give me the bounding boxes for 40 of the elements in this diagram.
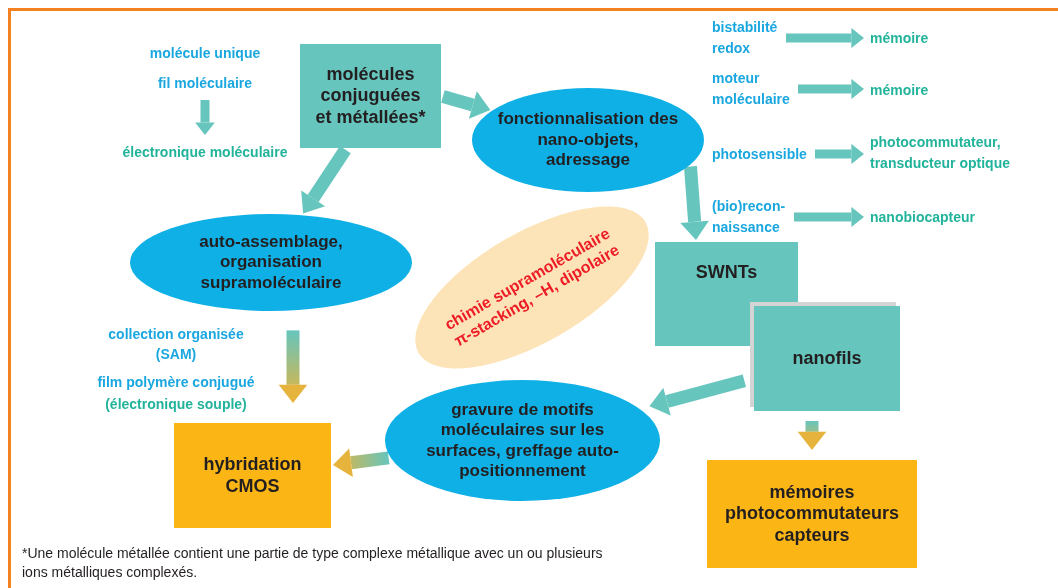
arrow: [798, 79, 864, 99]
node-label: fonctionnalisation des nano-objets, adressage: [496, 109, 680, 171]
application-text: mémoire: [870, 27, 931, 49]
concept-ellipse: [414, 205, 650, 370]
node-label: molécules conjuguées et métallées*: [314, 63, 427, 129]
annotation-text: film polymère conjugué: [96, 374, 256, 390]
node-label: auto-assemblage, organisation supramoléculaire: [198, 231, 344, 294]
annotation-text: collection organisée (SAM): [107, 325, 245, 365]
application-text: photocommutateur, transducteur optique: [870, 120, 1013, 186]
arrow: [680, 166, 709, 240]
process-box: [300, 44, 441, 148]
arrow: [333, 448, 390, 477]
arrow: [195, 100, 215, 135]
node-label: SWNTs: [695, 262, 758, 284]
arrow: [441, 90, 491, 119]
node-label: mémoires photocommutateurs capteurs: [724, 481, 900, 547]
annotation-text: (électronique souple): [104, 396, 248, 412]
annotation-text: molécule unique: [148, 45, 262, 61]
property-text: (bio)recon- naissance: [712, 195, 788, 239]
node-label: nanofils: [792, 347, 862, 370]
arrow: [301, 146, 351, 214]
arrow: [794, 207, 864, 227]
application-text: mémoire: [870, 79, 931, 101]
result-text: électronique moléculaire: [105, 141, 305, 163]
node-label: hybridation CMOS: [202, 453, 303, 498]
application-text: nanobiocapteur: [870, 206, 978, 228]
node-label: gravure de motifs moléculaires sur les surfaces, greffage auto-positionnement: [425, 399, 620, 482]
property-text: moteur moléculaire: [712, 67, 792, 111]
arrow: [815, 144, 864, 164]
arrow: [278, 330, 308, 403]
output-box: [707, 460, 917, 568]
output-box: [174, 423, 331, 528]
arrow: [797, 421, 827, 450]
property-text: bistabilité redox: [712, 16, 780, 60]
arrow: [786, 28, 864, 48]
source-text: fil moléculaire: [140, 72, 270, 94]
footnote: *Une molécule métallée contient une partie de type complexe métallique avec un ou plusieurs ions métalliques complexés.: [22, 544, 604, 582]
arrow: [649, 374, 747, 416]
material-box: [655, 242, 798, 304]
property-text: photosensible: [712, 143, 809, 165]
